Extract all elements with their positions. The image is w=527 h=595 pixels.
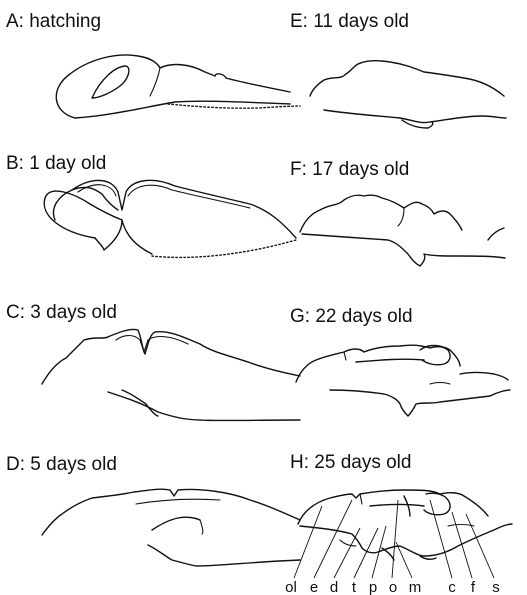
anatomical-labels: ol e d t p o m c f s bbox=[285, 579, 500, 595]
panel-d: D: 5 days old bbox=[6, 454, 300, 566]
panel-g-label: G: 22 days old bbox=[290, 306, 413, 327]
panel-c-drawing bbox=[42, 329, 300, 420]
panel-e-label: E: 11 days old bbox=[290, 11, 409, 32]
panel-d-drawing bbox=[42, 489, 300, 566]
anatomical-leader-lines bbox=[294, 500, 494, 578]
label-e: e bbox=[310, 579, 318, 595]
panel-b: B: 1 day old bbox=[6, 153, 296, 257]
panel-f-drawing bbox=[300, 195, 505, 266]
panel-f: F: 17 days old bbox=[290, 159, 505, 266]
panel-b-label: B: 1 day old bbox=[6, 153, 106, 174]
panel-g-drawing bbox=[296, 345, 510, 416]
panel-h: H: 25 days old ol e bbox=[285, 452, 512, 595]
label-c: c bbox=[448, 579, 456, 595]
panel-f-label: F: 17 days old bbox=[290, 159, 409, 180]
label-f: f bbox=[471, 579, 476, 595]
label-t: t bbox=[352, 579, 357, 595]
label-p: p bbox=[369, 579, 377, 595]
panel-g: G: 22 days old bbox=[290, 306, 510, 416]
panel-c-label: C: 3 days old bbox=[6, 302, 117, 323]
panel-e-drawing bbox=[310, 61, 506, 128]
panel-h-drawing bbox=[298, 490, 512, 560]
panel-a-drawing bbox=[56, 55, 300, 118]
label-o: o bbox=[389, 579, 397, 595]
label-m: m bbox=[409, 579, 422, 595]
panel-a-label: A: hatching bbox=[6, 11, 101, 32]
label-ol: ol bbox=[285, 579, 297, 595]
panel-b-drawing bbox=[44, 180, 296, 257]
panel-d-label: D: 5 days old bbox=[6, 454, 117, 475]
panel-e: E: 11 days old bbox=[290, 11, 506, 128]
panel-a: A: hatching bbox=[6, 11, 300, 118]
label-s: s bbox=[492, 579, 500, 595]
label-d: d bbox=[330, 579, 338, 595]
panel-c: C: 3 days old bbox=[6, 302, 300, 421]
panel-h-label: H: 25 days old bbox=[290, 452, 411, 473]
